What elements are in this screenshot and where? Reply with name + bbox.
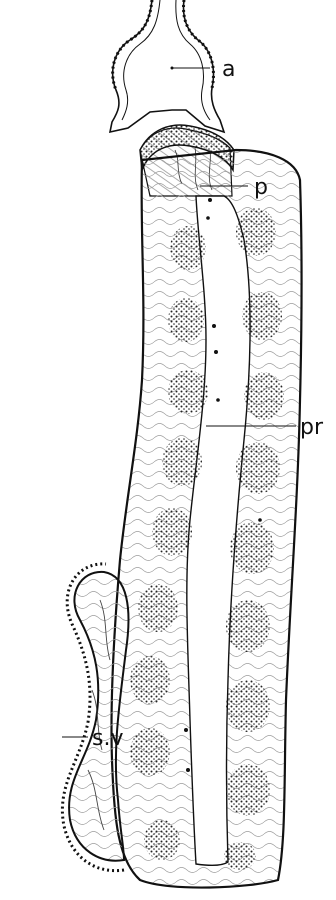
anterior-chamber [110,0,224,132]
label-sv-text: s.v [92,726,123,751]
label-sv: s.v [62,726,123,751]
label-a-text: a [222,57,235,82]
label-p-text: p [254,175,268,200]
side-vesicle [62,564,128,871]
label-pr-text: pr [300,415,324,440]
main-tube [111,150,301,888]
